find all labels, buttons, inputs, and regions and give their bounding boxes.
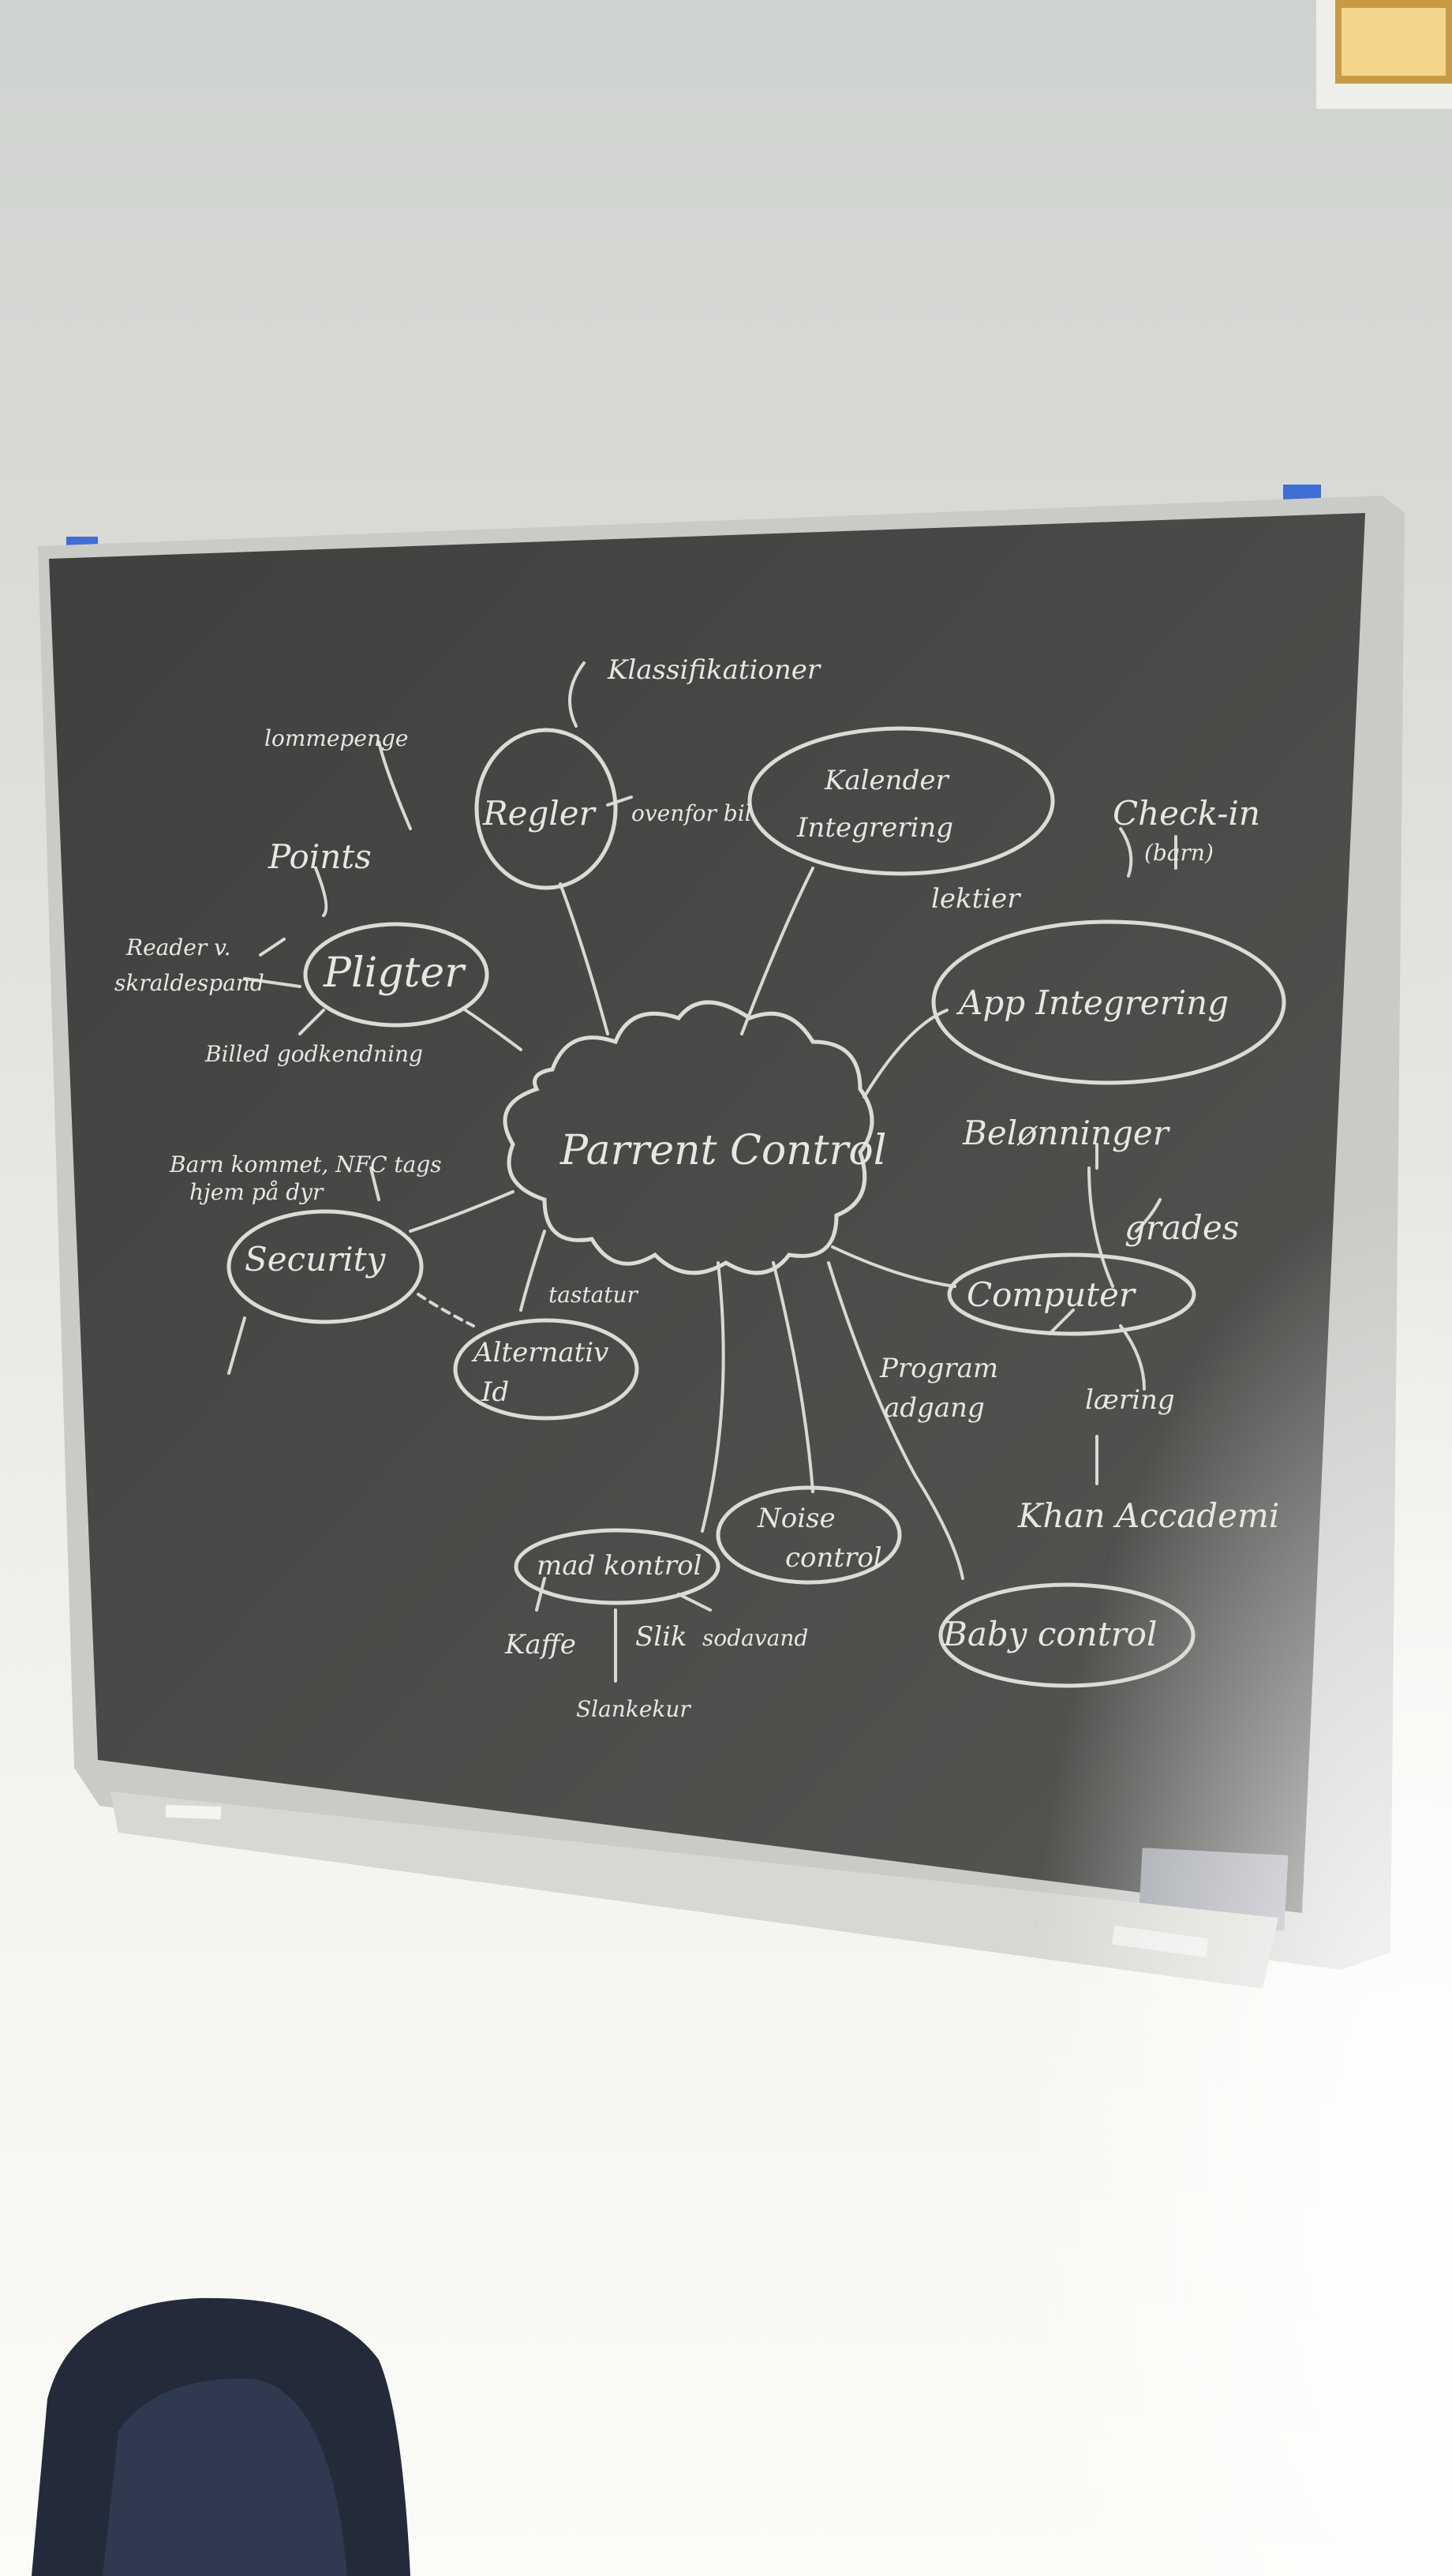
node-regler: Regler xyxy=(482,794,597,833)
node-lommepenge: lommepenge xyxy=(264,725,409,751)
parrent-control-cloud xyxy=(503,1000,874,1275)
node-kalender-line2: Integrering xyxy=(796,812,953,844)
node-alternativ-line1: Alternativ xyxy=(471,1337,608,1368)
node-baby-control: Baby control xyxy=(942,1615,1157,1653)
node-klassifikationer: Klassifikationer xyxy=(607,654,821,686)
node-security: Security xyxy=(245,1240,387,1279)
node-sodavand: sodavand xyxy=(702,1625,808,1651)
node-computer: Computer xyxy=(967,1275,1137,1314)
node-khan: Khan Accademi xyxy=(1017,1496,1279,1535)
node-tastatur: tastatur xyxy=(548,1282,639,1308)
node-billed: Billed godkendning xyxy=(204,1041,423,1067)
backpack xyxy=(32,2297,410,2576)
node-noise-line2: control xyxy=(785,1542,882,1574)
window-glare xyxy=(789,947,1452,2576)
mindmap-shapes xyxy=(226,726,1286,1688)
node-kalender-line1: Kalender xyxy=(824,765,949,796)
node-reader-line2: skraldespand xyxy=(114,970,264,996)
noise-oval xyxy=(716,1485,902,1585)
pligter-oval xyxy=(303,922,489,1028)
node-barn: (barn) xyxy=(1144,840,1214,866)
ceiling-light xyxy=(1316,0,1452,109)
node-slik: Slik xyxy=(635,1621,687,1653)
chalk-piece xyxy=(165,1804,222,1820)
mad-kontrol-oval xyxy=(514,1528,720,1605)
mindmap-connectors xyxy=(227,661,1177,1683)
center-node: Parrent Control xyxy=(559,1127,886,1174)
node-slankekur: Slankekur xyxy=(576,1696,691,1722)
node-check-in: Check-in xyxy=(1113,794,1260,833)
node-mad-kontrol: mad kontrol xyxy=(537,1550,702,1582)
node-alternativ-line2: Id xyxy=(481,1376,509,1408)
security-oval xyxy=(226,1209,424,1324)
node-points: Points xyxy=(268,837,372,876)
node-app-integrering: App Integrering xyxy=(956,983,1229,1022)
node-lektier: lektier xyxy=(931,883,1021,915)
computer-oval xyxy=(947,1252,1196,1336)
baby-control-oval xyxy=(938,1582,1196,1688)
kalender-oval xyxy=(747,726,1055,876)
node-kaffe: Kaffe xyxy=(504,1629,576,1661)
node-noise-line1: Noise xyxy=(757,1503,836,1534)
node-reader-line1: Reader v. xyxy=(125,934,231,960)
node-pligter: Pligter xyxy=(323,949,466,997)
node-belonninger: Belønninger xyxy=(962,1114,1171,1152)
alternativ-oval xyxy=(453,1318,639,1421)
app-integrering-oval xyxy=(931,919,1286,1085)
regler-oval xyxy=(474,728,618,890)
node-barn-kommet-line1: Barn kommet, NFC tags xyxy=(169,1151,442,1178)
node-ovenfor-bil: ovenfor bil xyxy=(631,800,752,826)
node-grades: grades xyxy=(1125,1208,1239,1247)
mindmap-labels: Parrent Control Klassifikationer Regler … xyxy=(114,654,1279,1722)
node-program-line1: Program xyxy=(879,1353,998,1384)
node-program-line2: adgang xyxy=(884,1392,985,1424)
node-laering: læring xyxy=(1085,1384,1175,1416)
node-barn-kommet-line2: hjem på dyr xyxy=(189,1179,324,1205)
